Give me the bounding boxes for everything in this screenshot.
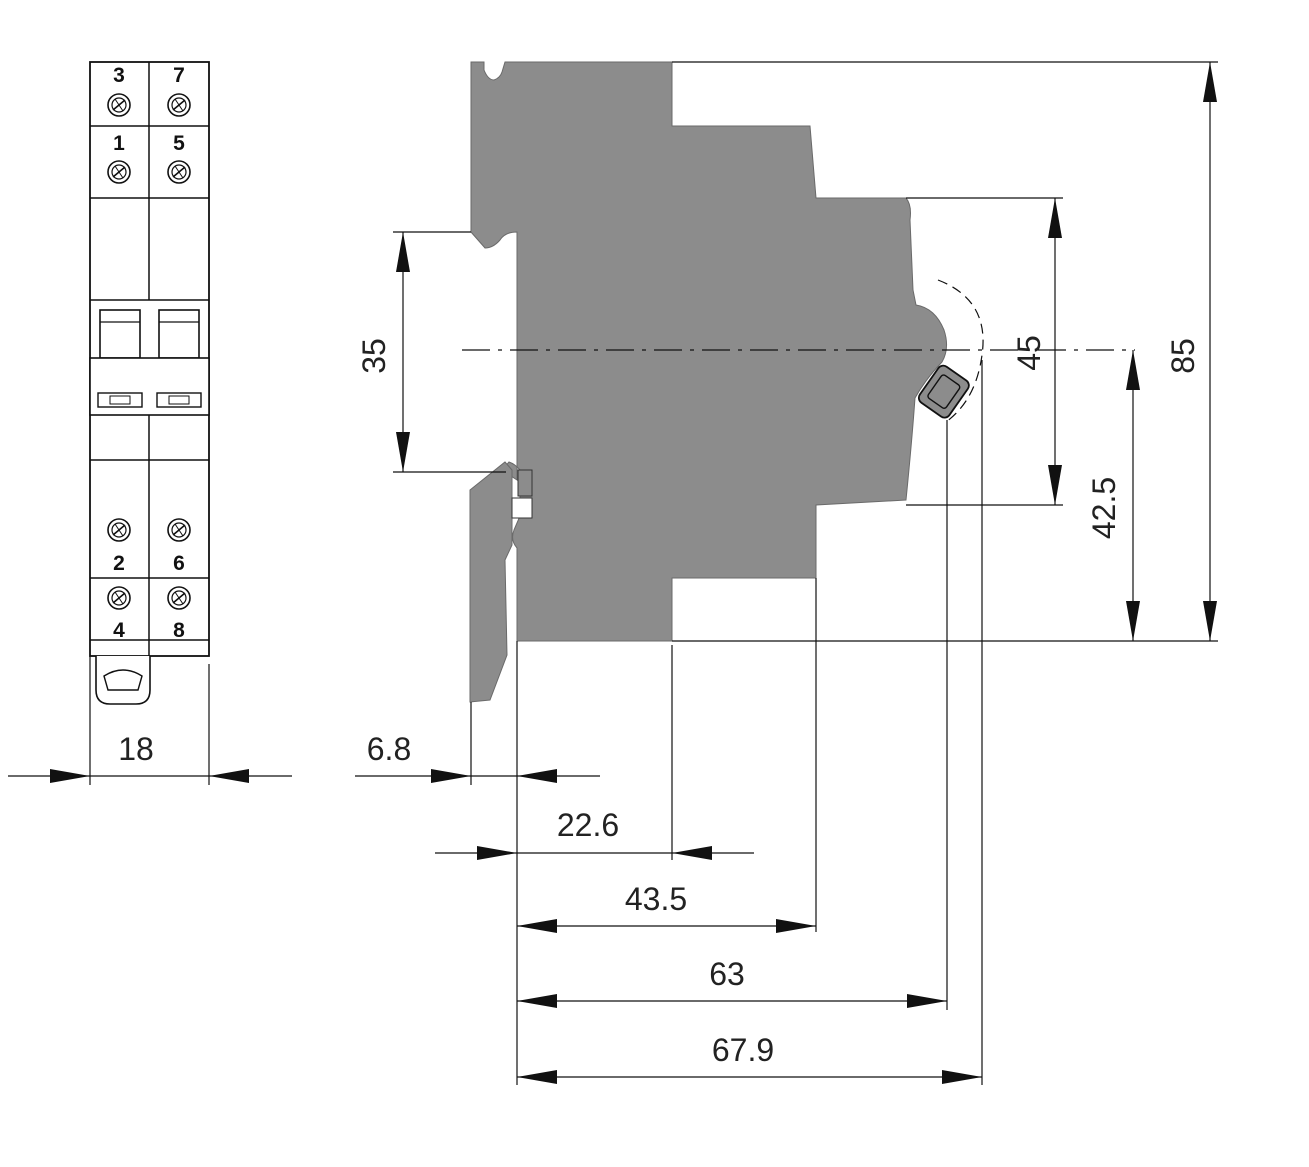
screw-icon	[107, 586, 131, 610]
toggle-right	[158, 309, 200, 359]
dim-width-label: 18	[118, 731, 154, 767]
terminal-label-4: 4	[113, 619, 125, 642]
dim-clip-label: 6.8	[367, 731, 411, 767]
terminal-label-6: 6	[173, 552, 185, 575]
dim-total-depth-label: 67.9	[712, 1032, 774, 1068]
side-body	[470, 61, 948, 642]
screw-icon	[167, 160, 191, 184]
screw-icon	[107, 160, 131, 184]
terminal-label-8: 8	[173, 619, 185, 642]
terminal-label-3: 3	[113, 64, 125, 87]
dim-front-depth-label: 63	[709, 956, 745, 992]
dim-shoulder-label: 43.5	[625, 881, 687, 917]
terminal-label-5: 5	[173, 132, 185, 155]
screw-icon	[167, 93, 191, 117]
terminal-label-1: 1	[113, 132, 125, 155]
rail-clip	[469, 461, 513, 703]
toggle-left	[99, 309, 141, 359]
dim-rail-label: 35	[356, 338, 392, 374]
front-view: 3 7 1 5 2 6 4 8 18	[8, 61, 292, 785]
side-view: 35 45 42.5 85 6.8 22.6	[355, 61, 1218, 1085]
terminal-label-2: 2	[113, 552, 125, 575]
screw-icon	[167, 586, 191, 610]
screw-icon	[167, 518, 191, 542]
toggle-lever	[917, 364, 970, 419]
dim-total-height-label: 85	[1165, 338, 1201, 374]
dim-step-label: 22.6	[557, 807, 619, 843]
dim-front-height-label: 45	[1011, 335, 1047, 371]
terminal-label-7: 7	[173, 64, 185, 87]
screw-icon	[107, 518, 131, 542]
screw-icon	[107, 93, 131, 117]
dim-half-height-label: 42.5	[1086, 477, 1122, 539]
